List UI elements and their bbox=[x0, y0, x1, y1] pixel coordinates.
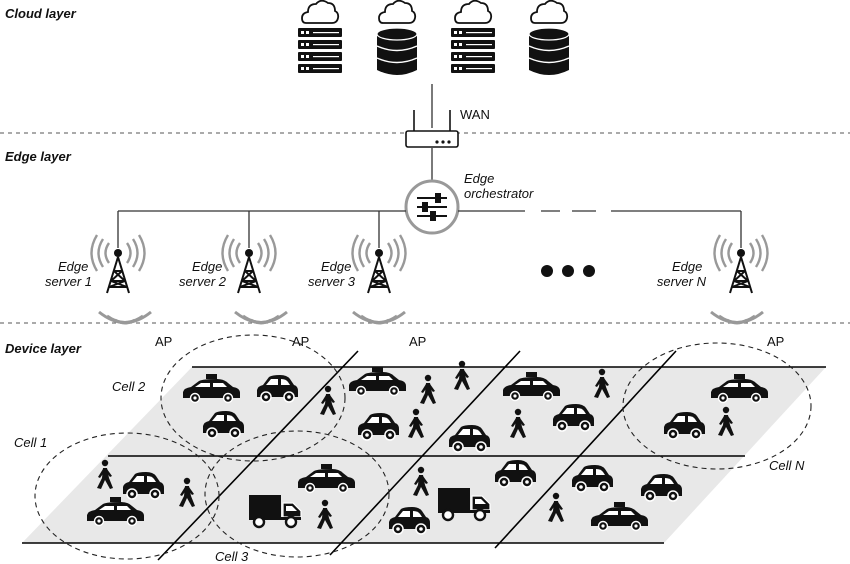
edge-server-label-line2: server 2 bbox=[179, 274, 227, 289]
cloud-node-4 bbox=[528, 0, 570, 76]
orchestrator-label-line1: Edge bbox=[464, 171, 494, 186]
edge-server-label: Edge server N bbox=[657, 259, 707, 289]
server-rack-icon bbox=[298, 28, 342, 73]
cell-coverage-areas bbox=[34, 334, 812, 560]
road-lines bbox=[22, 350, 826, 561]
cloud-icon bbox=[530, 0, 569, 24]
edge-server-3: Edge server 3 AP bbox=[308, 233, 426, 349]
cell-1-area bbox=[34, 432, 220, 560]
cloud-node-3 bbox=[451, 0, 495, 73]
edge-server-label: Edge server 2 bbox=[179, 259, 227, 289]
cell-n-area bbox=[622, 342, 812, 470]
edge-layer-label: Edge layer bbox=[5, 149, 72, 164]
edge-server-label-line1: Edge bbox=[58, 259, 88, 274]
wifi-signal-icon bbox=[351, 310, 407, 325]
cell-2-area bbox=[160, 334, 346, 462]
edge-server-n: Edge server N AP bbox=[657, 233, 784, 349]
edge-server-label-line2: server 3 bbox=[308, 274, 356, 289]
edge-server-label-line2: server N bbox=[657, 274, 707, 289]
cell-1-label: Cell 1 bbox=[14, 435, 47, 450]
ap-label: AP bbox=[292, 334, 309, 349]
orchestrator-label: Edge orchestrator bbox=[464, 171, 534, 201]
edge-server-label: Edge server 3 bbox=[308, 259, 356, 289]
cloud-icon bbox=[301, 0, 340, 24]
wifi-signal-icon bbox=[233, 310, 289, 325]
cloud-node-1 bbox=[298, 0, 342, 73]
edge-server-label-line1: Edge bbox=[321, 259, 351, 274]
cloud-layer-label: Cloud layer bbox=[5, 6, 77, 21]
database-icon bbox=[528, 27, 570, 76]
cloud-node-2 bbox=[376, 0, 418, 76]
edge-server-label: Edge server 1 bbox=[45, 259, 92, 289]
edge-server-label-line2: server 1 bbox=[45, 274, 92, 289]
cell-n-label: Cell N bbox=[769, 458, 805, 473]
edge-backbone bbox=[117, 210, 742, 248]
ap-label: AP bbox=[767, 334, 784, 349]
ellipsis-dots bbox=[541, 265, 595, 277]
cloud-icon bbox=[378, 0, 417, 24]
cell-3-label: Cell 3 bbox=[215, 549, 249, 564]
orchestrator-label-line2: orchestrator bbox=[464, 186, 534, 201]
cell-2-label: Cell 2 bbox=[112, 379, 146, 394]
server-rack-icon bbox=[451, 28, 495, 73]
ap-label: AP bbox=[155, 334, 172, 349]
edge-server-1: Edge server 1 AP bbox=[45, 233, 172, 349]
wan-label: WAN bbox=[460, 107, 490, 122]
edge-server-2: Edge server 2 AP bbox=[179, 233, 309, 349]
cloud-icon bbox=[454, 0, 493, 24]
ap-label: AP bbox=[409, 334, 426, 349]
wifi-signal-icon bbox=[97, 310, 153, 325]
edge-server-label-line1: Edge bbox=[672, 259, 702, 274]
wifi-signal-icon bbox=[709, 310, 765, 325]
cell-3-area bbox=[204, 430, 390, 558]
edge-server-label-line1: Edge bbox=[192, 259, 222, 274]
device-layer-label: Device layer bbox=[5, 341, 82, 356]
router-icon bbox=[405, 110, 459, 148]
database-icon bbox=[376, 27, 418, 76]
orchestrator-icon bbox=[404, 179, 460, 235]
